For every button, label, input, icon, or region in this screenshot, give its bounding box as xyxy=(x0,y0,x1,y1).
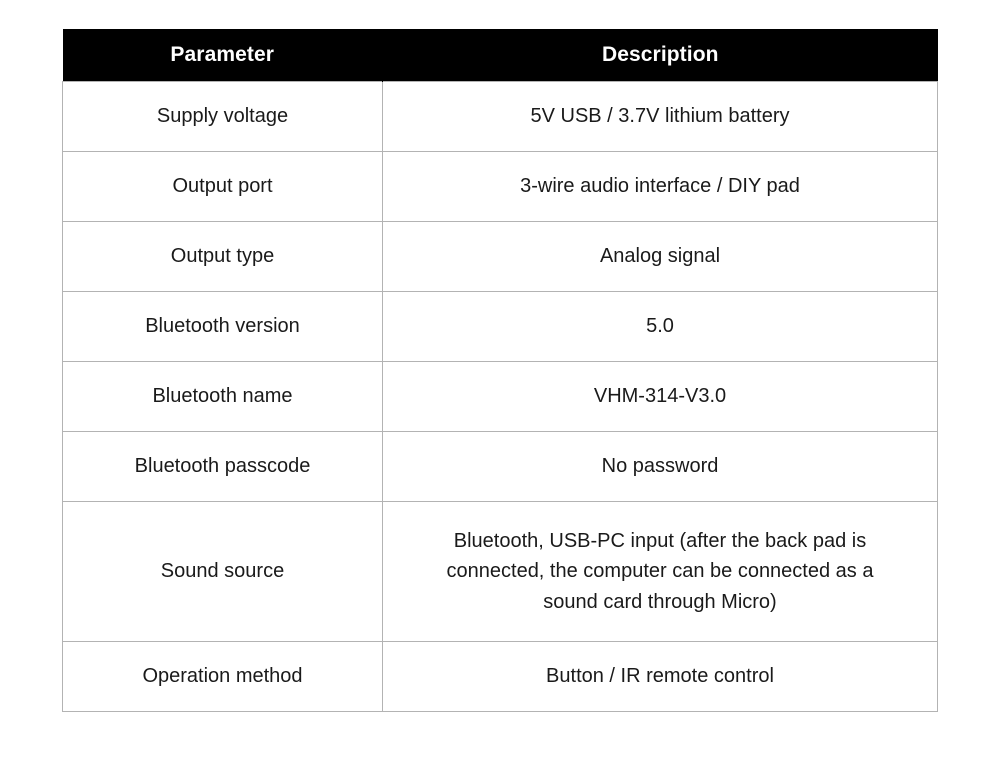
table-header: Parameter Description xyxy=(62,29,938,82)
column-header-description: Description xyxy=(382,29,938,82)
description-cell: Bluetooth, USB-PC input (after the back … xyxy=(382,501,938,642)
description-cell: Analog signal xyxy=(382,221,938,292)
description-cell: Button / IR remote control xyxy=(382,641,938,712)
parameter-cell: Bluetooth name xyxy=(62,361,383,432)
specification-table: Parameter Description Supply voltage 5V … xyxy=(62,29,938,712)
parameter-cell: Supply voltage xyxy=(62,81,383,152)
parameter-cell: Bluetooth version xyxy=(62,291,383,362)
description-cell: VHM-314-V3.0 xyxy=(382,361,938,432)
table-row: Supply voltage 5V USB / 3.7V lithium bat… xyxy=(62,81,938,152)
table-row: Output port 3-wire audio interface / DIY… xyxy=(62,151,938,222)
parameter-cell: Sound source xyxy=(62,501,383,642)
table-row: Bluetooth name VHM-314-V3.0 xyxy=(62,361,938,432)
description-cell: 5V USB / 3.7V lithium battery xyxy=(382,81,938,152)
table-header-row: Parameter Description xyxy=(62,29,938,82)
description-cell: 5.0 xyxy=(382,291,938,362)
description-text: Bluetooth, USB-PC input (after the back … xyxy=(446,529,874,613)
description-cell: 3-wire audio interface / DIY pad xyxy=(382,151,938,222)
table-row: Sound source Bluetooth, USB-PC input (af… xyxy=(62,501,938,642)
parameter-cell: Output type xyxy=(62,221,383,292)
parameter-cell: Bluetooth passcode xyxy=(62,431,383,502)
description-cell: No password xyxy=(382,431,938,502)
column-header-parameter: Parameter xyxy=(62,29,383,82)
table-row: Bluetooth version 5.0 xyxy=(62,291,938,362)
parameter-cell: Operation method xyxy=(62,641,383,712)
table-body: Supply voltage 5V USB / 3.7V lithium bat… xyxy=(62,81,938,712)
parameter-cell: Output port xyxy=(62,151,383,222)
table-row: Operation method Button / IR remote cont… xyxy=(62,641,938,712)
table-row: Output type Analog signal xyxy=(62,221,938,292)
table-row: Bluetooth passcode No password xyxy=(62,431,938,502)
